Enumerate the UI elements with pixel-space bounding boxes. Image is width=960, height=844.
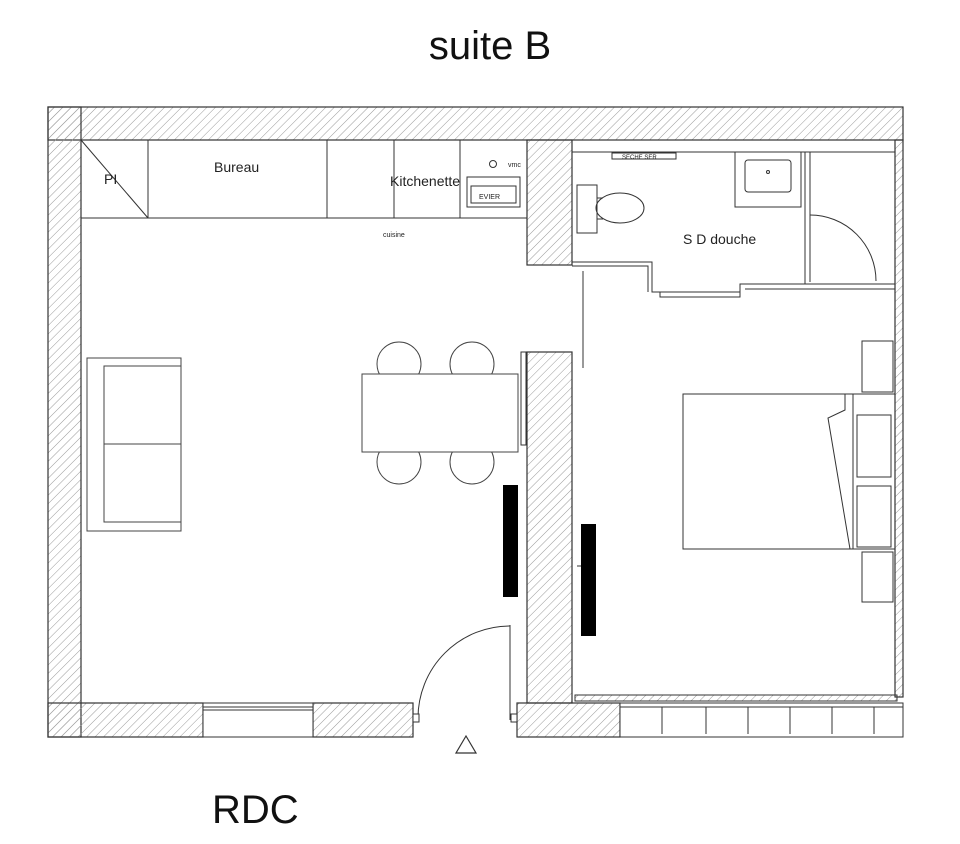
wall-bottom-left [47, 702, 204, 738]
vmc-icon [489, 160, 497, 168]
plan-title: suite B [428, 24, 552, 68]
wall-right [894, 139, 904, 698]
bedroom-furniture [856, 340, 894, 603]
sink-evier [466, 176, 521, 208]
label-salle-douche: S D douche [683, 231, 756, 247]
wall-partition-upper [526, 139, 573, 266]
dining-set [361, 341, 519, 485]
wall-top [47, 106, 904, 141]
label-evier: EVIER [479, 194, 500, 201]
cabinet-row [80, 139, 528, 219]
entry-door [412, 625, 518, 723]
bed [682, 393, 896, 550]
nightstand [861, 551, 894, 603]
wall-bottom-right [516, 702, 621, 738]
sliding-door [520, 271, 584, 446]
level-label: RDC [212, 788, 299, 832]
wall-bottom-mid [312, 702, 414, 738]
wardrobe-panel [856, 485, 892, 548]
label-placard: PI [104, 171, 117, 187]
window-bottom-left [202, 702, 314, 738]
bathroom-walls [572, 151, 895, 298]
washbasin [734, 151, 802, 208]
label-kitchenette: Kitchenette [390, 173, 460, 189]
entry-arrow-icon [454, 734, 478, 754]
towel-dryer [611, 152, 677, 160]
shower-door [809, 214, 877, 282]
toilet [576, 184, 645, 234]
walls [47, 106, 904, 738]
sofa [86, 357, 182, 532]
label-seche-serviette: SECHE SER [622, 155, 657, 161]
wardrobe-panel [856, 414, 892, 478]
nightstand [861, 340, 894, 393]
label-bureau: Bureau [214, 159, 259, 175]
wall-left [47, 106, 82, 738]
radiator-bedroom [581, 524, 596, 636]
wall-partition-lower [526, 351, 573, 704]
window-bedroom [574, 694, 904, 738]
radiator-living [503, 485, 518, 597]
label-vmc: vmc [508, 162, 521, 169]
dining-table [361, 373, 519, 453]
label-cuisine: cuisine [383, 232, 405, 239]
